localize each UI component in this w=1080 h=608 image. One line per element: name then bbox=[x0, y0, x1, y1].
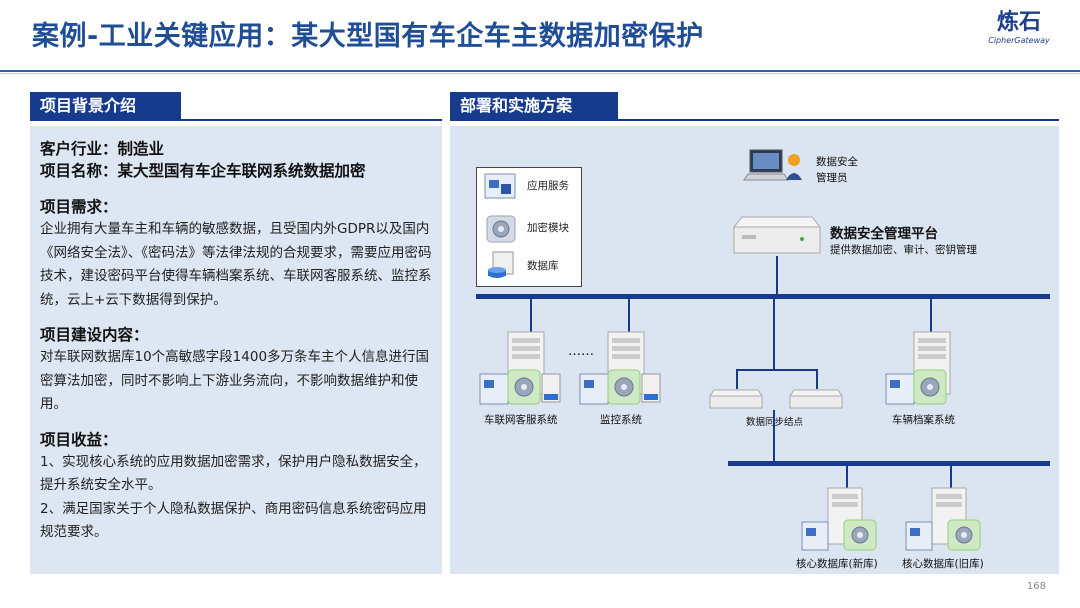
sync-to-bottom-bus bbox=[773, 410, 775, 462]
label-monitor-system: 监控系统 bbox=[600, 414, 642, 426]
tab-underline-right bbox=[450, 119, 1059, 121]
logo: 炼石 CipherGateway bbox=[984, 10, 1054, 46]
project-name: 项目名称：某大型国有车企车联网系统数据加密 bbox=[40, 162, 366, 180]
platform-connector bbox=[776, 256, 778, 294]
needs-text: 企业拥有大量车主和车辆的敏感数据，且受国内外GDPR以及国内《网络安全法》、《密… bbox=[40, 221, 432, 308]
legend-database: 数据库 bbox=[483, 251, 579, 278]
drop-customer bbox=[530, 299, 532, 333]
app-service-icon bbox=[484, 173, 516, 199]
drop-sync bbox=[773, 299, 775, 369]
admin-label-2: 管理员 bbox=[816, 172, 848, 184]
logo-cn: 炼石 bbox=[996, 10, 1041, 35]
label-customer-system: 车联网客服系统 bbox=[484, 414, 558, 426]
benefit-2: 2、满足国家关于个人隐私数据保护、商用密码信息系统密码应用规范要求。 bbox=[40, 500, 427, 541]
sync-drop-left bbox=[736, 369, 738, 389]
benefit-heading: 项目收益： bbox=[40, 430, 118, 449]
database-icon bbox=[488, 251, 514, 278]
drop-archive bbox=[930, 299, 932, 333]
legend-crypto-module: 加密模块 bbox=[483, 214, 579, 243]
needs-heading: 项目需求： bbox=[40, 198, 118, 216]
customer-system-server-icon bbox=[479, 331, 561, 405]
monitor-system-server-icon bbox=[579, 331, 661, 405]
ellipsis: …… bbox=[568, 344, 594, 359]
legend-app-service: 应用服务 bbox=[483, 172, 579, 199]
benefit-1: 1、实现核心系统的应用数据加密需求，保护用户隐私数据安全，提升系统安全水平。 bbox=[40, 453, 427, 494]
platform-desc: 提供数据加密、审计、密钥管理 bbox=[830, 244, 977, 256]
label-core-db-old: 核心数据库(旧库) bbox=[902, 558, 984, 570]
core-db-old-server-icon bbox=[905, 487, 981, 551]
label-core-db-new: 核心数据库(新库) bbox=[796, 558, 878, 570]
drop-monitor bbox=[628, 299, 630, 333]
project-background-panel: 客户行业：制造业 项目名称：某大型国有车企车联网系统数据加密 项目需求： 企业拥… bbox=[30, 126, 442, 574]
admin-laptop-icon bbox=[743, 149, 802, 181]
archive-system-server-icon bbox=[885, 331, 951, 405]
customer-industry: 客户行业：制造业 bbox=[40, 140, 165, 158]
page-title: 案例-工业关键应用：某大型国有车企车主数据加密保护 bbox=[32, 21, 704, 52]
core-db-new-server-icon bbox=[801, 487, 877, 551]
tab-deployment-plan: 部署和实施方案 bbox=[450, 92, 618, 119]
admin-label-1: 数据安全 bbox=[816, 156, 858, 168]
build-heading: 项目建设内容： bbox=[40, 326, 149, 344]
bottom-network-bus bbox=[728, 461, 1050, 466]
logo-en: CipherGateway bbox=[988, 36, 1050, 45]
header-divider-thin bbox=[0, 73, 1080, 74]
build-text: 对车联网数据库10个高敏感字段1400多万条车主个人信息进行国密算法加密，同时不… bbox=[40, 349, 430, 412]
management-platform-device-icon bbox=[732, 216, 822, 254]
header-divider bbox=[0, 70, 1080, 72]
page-number: 168 bbox=[1026, 581, 1046, 592]
tab-project-background: 项目背景介绍 bbox=[30, 92, 181, 119]
sync-branch bbox=[736, 369, 818, 371]
sync-node-left-icon bbox=[709, 389, 763, 409]
sync-node-right-icon bbox=[789, 389, 843, 409]
legend-box: 应用服务 加密模块 数据库 bbox=[476, 167, 582, 287]
tab-underline-left bbox=[30, 119, 442, 121]
crypto-module-icon bbox=[486, 215, 516, 243]
label-archive-system: 车辆档案系统 bbox=[892, 414, 955, 426]
drop-core-old bbox=[950, 466, 952, 490]
platform-title: 数据安全管理平台 bbox=[830, 226, 938, 242]
top-network-bus bbox=[476, 294, 1050, 299]
drop-core-new bbox=[846, 466, 848, 490]
sync-drop-right bbox=[816, 369, 818, 389]
